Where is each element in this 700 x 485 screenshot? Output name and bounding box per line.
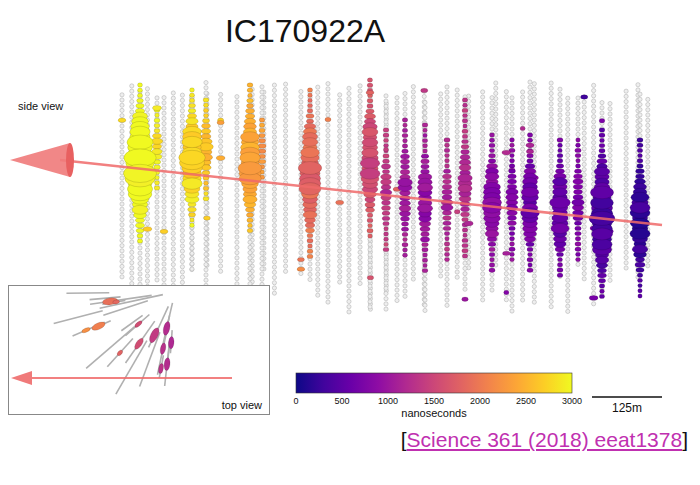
citation-link: Science 361 (2018) eeat1378 <box>407 428 683 452</box>
top-view-inset <box>8 187 270 415</box>
title: IC170922A <box>225 14 385 49</box>
tick-label: 2500 <box>516 397 536 407</box>
scale-label: 125m <box>612 402 642 415</box>
dom-grid <box>120 80 650 317</box>
color-bar <box>296 373 572 393</box>
tick-label: 0 <box>293 397 298 407</box>
axis-title: nanoseconds <box>401 407 466 419</box>
tick-label: 500 <box>334 397 349 407</box>
bracket: [ <box>401 428 407 452</box>
tick-label: 1000 <box>378 397 398 407</box>
hit-doms-top <box>77 286 175 374</box>
tick-label: 3000 <box>562 397 582 407</box>
muon-track-top <box>11 371 232 385</box>
scale-bar <box>592 396 662 398</box>
citation: [Science 361 (2018) eeat1378] <box>401 428 688 452</box>
view-label: side view <box>18 100 63 112</box>
tick-label: 1500 <box>424 397 444 407</box>
view-label: top view <box>220 399 264 411</box>
inset-frame: top view <box>8 285 270 415</box>
tick-label: 2000 <box>470 397 490 407</box>
side-view <box>10 78 662 317</box>
muon-track <box>10 143 662 225</box>
bracket: ] <box>682 428 688 452</box>
